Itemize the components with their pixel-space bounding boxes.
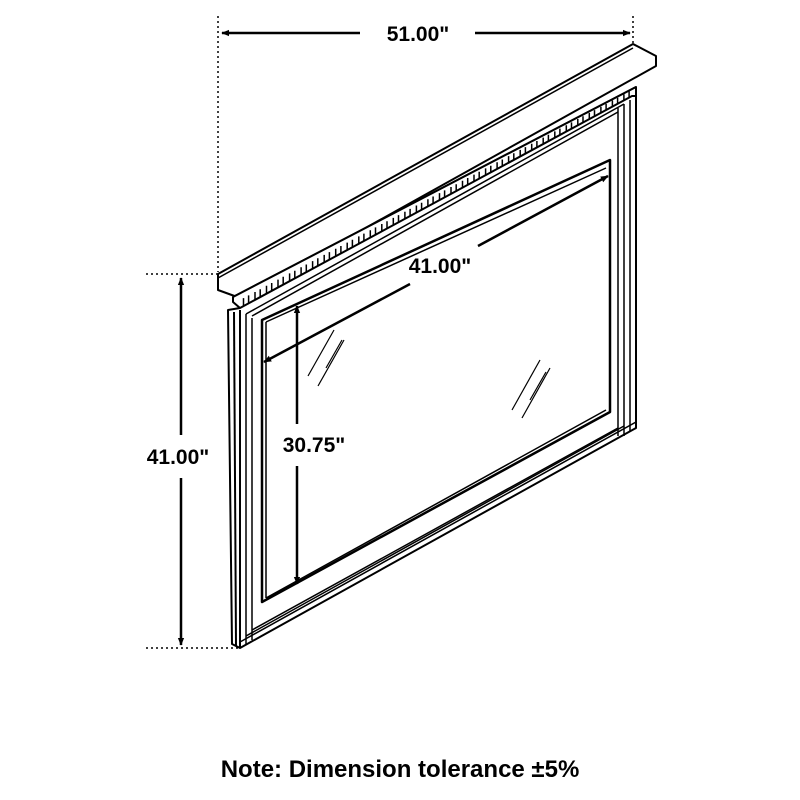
mirror-glass — [260, 158, 612, 604]
mirror-frame-drawing — [217, 43, 657, 649]
overall-width-label: 51.00" — [387, 23, 450, 46]
glass-width-arrow-left — [263, 282, 411, 364]
glass-height-label: 30.75" — [283, 434, 346, 457]
extension-lines — [146, 16, 634, 649]
dimension-arrows — [177, 29, 631, 646]
dimension-tolerance-note: Note: Dimension tolerance ±5% — [220, 756, 580, 783]
glass-width-label: 41.00" — [409, 255, 472, 278]
glass-width-arrow-right — [477, 174, 609, 248]
crown-molding — [217, 43, 657, 299]
overall-height-label: 41.00" — [147, 446, 210, 469]
glass-glints — [307, 329, 551, 419]
